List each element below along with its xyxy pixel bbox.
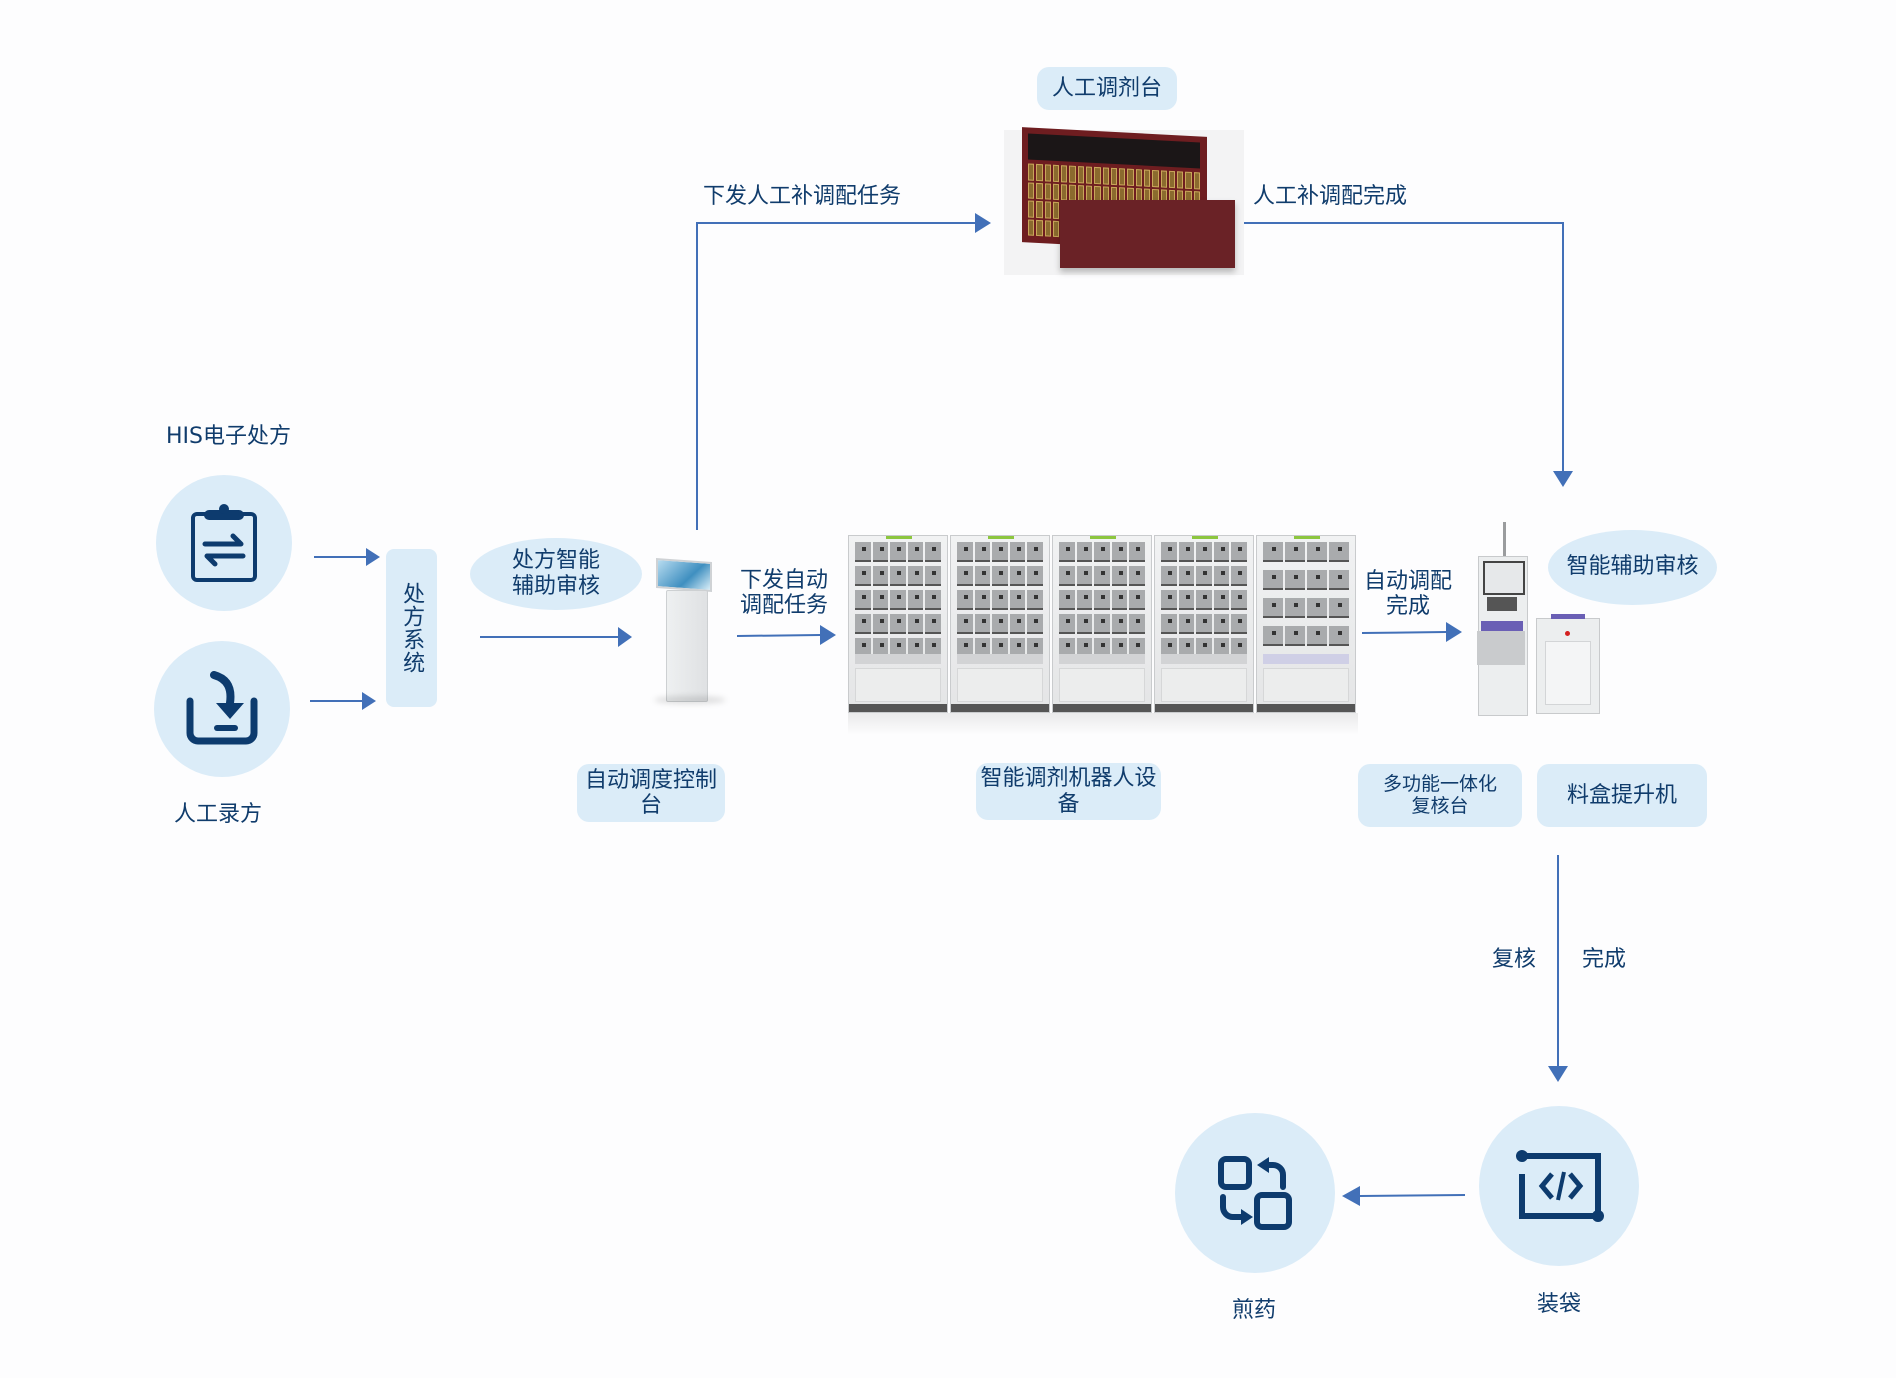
dispensing-robot-node[interactable]: 智能调剂机器人设备 <box>976 763 1161 820</box>
robot-cabinet <box>950 535 1050 713</box>
dispensing-robot-image <box>848 535 1358 735</box>
bubble-line-2: 辅助审核 <box>511 574 600 599</box>
robot-cabinet <box>1154 535 1254 713</box>
manual-entry-label: 人工录方 <box>174 802 263 827</box>
check-label: 复核 <box>1492 947 1537 972</box>
arrowhead <box>618 627 632 647</box>
robot-cabinet <box>1052 535 1152 713</box>
clipboard-transfer-icon <box>191 504 257 582</box>
decoction-node[interactable] <box>1175 1113 1335 1273</box>
code-frame-icon <box>1516 1150 1604 1222</box>
arrow-robot-to-review <box>1361 631 1447 634</box>
arrow-console-to-manual-station <box>696 222 975 530</box>
download-tray-icon <box>186 671 258 745</box>
review-station-image <box>1470 522 1610 716</box>
prescription-system-node[interactable]: 处方系统 <box>386 549 437 707</box>
his-prescription-node[interactable] <box>156 475 292 611</box>
kiosk-body <box>666 590 708 702</box>
arrowhead <box>1342 1186 1360 1206</box>
review-station-body <box>1477 556 1528 716</box>
lift-body <box>1536 614 1600 714</box>
robot-cabinet <box>848 535 948 713</box>
lift-node[interactable]: 料盒提升机 <box>1537 764 1707 827</box>
auto-task-label: 下发自动 调配任务 <box>740 568 828 619</box>
his-prescription-label: HIS电子处方 <box>166 424 291 449</box>
arrowhead <box>362 692 376 710</box>
robot-cabinet <box>1256 535 1356 713</box>
auto-done-line-1: 自动调配 <box>1363 569 1452 594</box>
bagging-node[interactable] <box>1479 1106 1639 1266</box>
arrow-manual-station-to-review <box>1243 222 1564 471</box>
prescription-review-bubble: 处方智能 辅助审核 <box>470 538 642 610</box>
arrow-bagging-to-decoction <box>1359 1194 1466 1197</box>
review-screen <box>1483 561 1525 595</box>
kiosk-screen <box>656 558 712 592</box>
arrowhead <box>820 625 836 645</box>
bagging-label: 装袋 <box>1537 1292 1582 1317</box>
auto-done-label: 自动调配 完成 <box>1362 569 1454 620</box>
smart-review-bubble: 智能辅助审核 <box>1548 530 1717 605</box>
arrowhead <box>1446 622 1462 642</box>
swap-squares-icon <box>1218 1156 1292 1230</box>
manual-done-label: 人工补调配完成 <box>1253 184 1408 209</box>
arrowhead <box>1553 471 1573 487</box>
review-station-line-1: 多功能一体化 <box>1382 772 1497 795</box>
manual-entry-node[interactable] <box>154 641 290 777</box>
manual-task-label: 下发人工补调配任务 <box>703 184 902 209</box>
manual-dispensing-cabinet-image <box>1004 127 1244 275</box>
auto-done-line-2: 完成 <box>1385 594 1430 620</box>
manual-station-label[interactable]: 人工调剂台 <box>1037 67 1177 110</box>
auto-task-line-1: 下发自动 <box>740 568 829 593</box>
front-counter <box>1060 200 1235 268</box>
arrowhead <box>1548 1066 1568 1082</box>
done-label: 完成 <box>1582 947 1627 972</box>
dispatch-kiosk-image <box>650 556 730 706</box>
arrow-console-to-robot <box>736 634 821 637</box>
arrowhead <box>975 213 991 233</box>
decoction-label: 煎药 <box>1232 1298 1277 1323</box>
bubble-line-1: 处方智能 <box>511 547 600 573</box>
arrowhead <box>366 548 380 566</box>
auto-task-line-2: 调配任务 <box>740 593 829 619</box>
review-station-line-2: 复核台 <box>1411 794 1469 817</box>
dispatch-console-node[interactable]: 自动调度控制台 <box>577 764 725 822</box>
review-station-node[interactable]: 多功能一体化 复核台 <box>1358 764 1522 827</box>
